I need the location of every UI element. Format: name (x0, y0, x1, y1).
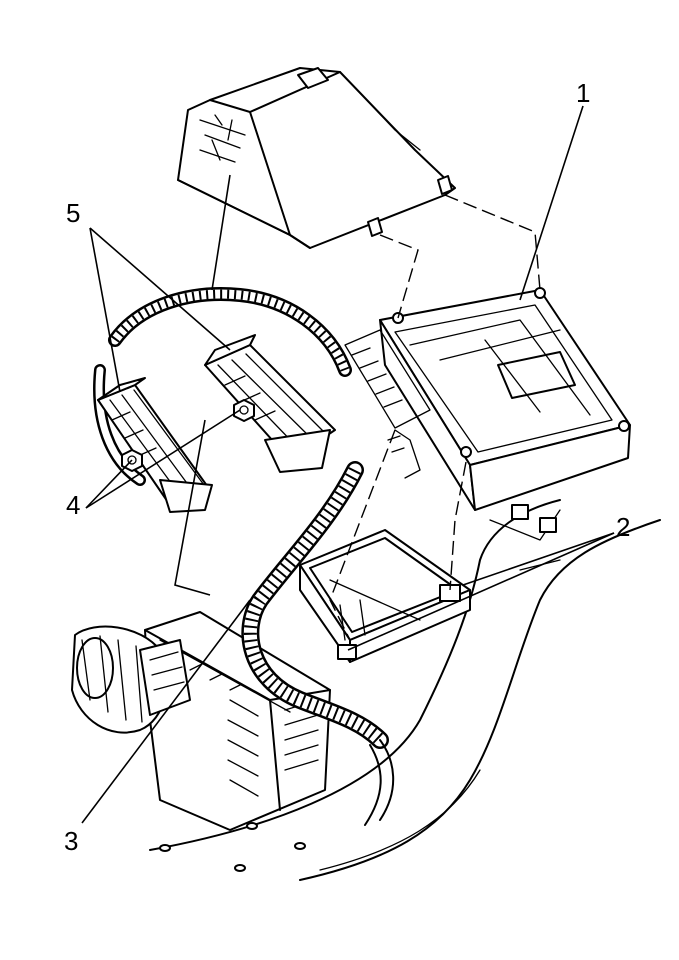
callout-3-harness: 3 (64, 826, 79, 856)
air-cleaner-housing (71, 611, 331, 831)
ecm-cover (177, 67, 456, 249)
wiring-harness-conduit (241, 461, 395, 826)
callout-2-tray: 2 (616, 512, 631, 542)
callout-5-connectors: 5 (66, 198, 81, 228)
ecm-connector-pins (344, 329, 431, 479)
ecm-tray (299, 529, 471, 663)
callout-4-bolts: 4 (66, 490, 81, 520)
alignment-lines (174, 174, 541, 641)
intake-duct (71, 625, 191, 734)
connector-harness-loop (93, 287, 352, 486)
electrical-connector-left (97, 377, 213, 513)
electrical-connector-right (204, 334, 336, 473)
vehicle-floor-outline (149, 499, 661, 881)
callout-leaders (81, 105, 615, 824)
callout-1-ecm: 1 (576, 78, 591, 108)
engine-control-module (344, 287, 631, 511)
